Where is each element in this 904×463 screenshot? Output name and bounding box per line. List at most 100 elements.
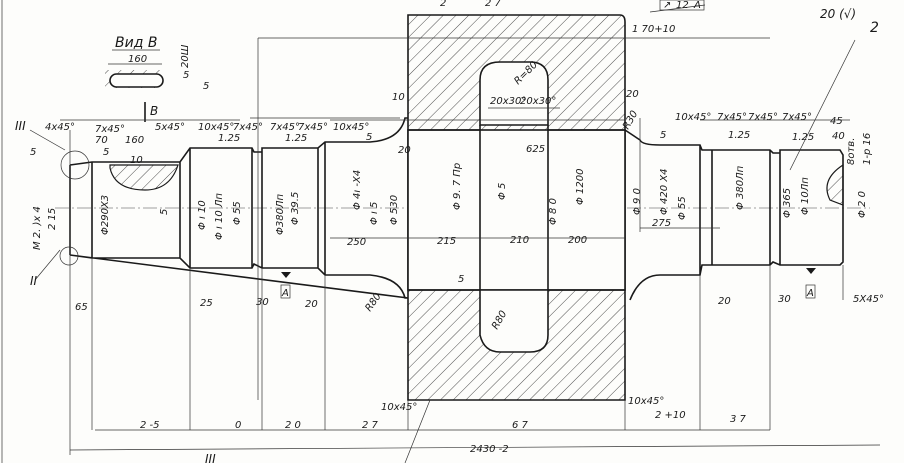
dimension-text: 45 (830, 116, 843, 127)
dimension-text: 2 7 (362, 420, 379, 431)
dimension-text: 10x45° (675, 112, 711, 123)
dimension-text: 6 7 (512, 420, 529, 431)
dimension-text: 30 (256, 297, 269, 308)
dimension-text: 2 +10 (655, 410, 686, 421)
dimension-text: A (281, 288, 289, 299)
slot-depth: 20Ш (180, 44, 191, 68)
tolerance-value: 12 (676, 0, 689, 11)
dimension-text: 2 7 (485, 0, 502, 9)
dimension-text: 65 (75, 302, 88, 313)
dimension-text: Φ 10Лп (800, 177, 811, 215)
dimension-text: Φ 55 (232, 201, 243, 225)
general-roughness: 20 (√) (820, 7, 856, 21)
dimension-text: 5 (159, 209, 170, 215)
dimension-text: 10x45° (628, 396, 664, 407)
dimension-text: M 2. )x 4 (32, 206, 43, 250)
view-arrow-label: В (150, 104, 158, 118)
dimension-text: 70 (95, 135, 108, 146)
dimension-text: 10 (130, 155, 143, 166)
detail-circle-ii (59, 246, 79, 266)
dimension-text: 25 (200, 298, 213, 309)
dimension-text: 160 (125, 135, 144, 146)
dimension-text: 2 -5 (140, 420, 160, 431)
dimension-text: 1.25 (728, 130, 750, 141)
datum-markers: A A (280, 268, 816, 299)
dimension-text: Φ 5 (497, 183, 508, 200)
dimension-lines (29, 4, 881, 463)
dimension-text: 1.25 (218, 133, 240, 144)
dimension-text: 215 (437, 236, 456, 247)
tolerance-datum: A (693, 0, 701, 11)
dimension-text: Φ380Лп (275, 194, 286, 235)
callout-iii: III (15, 119, 26, 133)
dimension-text: 5 (30, 147, 36, 158)
dimension-text: 7x45° (233, 122, 263, 133)
dimension-text: Φ 39.5 (290, 192, 301, 225)
dimension-text: 7x45° (298, 122, 328, 133)
bolt-hole-section (826, 163, 844, 206)
roughness-labels: 5 5 1.25 1.25 5 5 5 1.25 1.25 (30, 130, 814, 285)
slot-outline (109, 73, 164, 88)
diameter-labels: M 2. )x 4 2 15 Φ290Х3 5 Φ ı 10 Φ ı 10 Лп… (32, 163, 868, 250)
dimension-text: Φ 530 (389, 195, 400, 225)
dimension-text: Φ 380Лп (735, 165, 746, 210)
dimension-text: 10x45° (333, 122, 369, 133)
dimension-text: 7x45° (270, 122, 300, 133)
dimension-text: 20 (305, 299, 318, 310)
dimension-text: Φ 365 (782, 188, 793, 218)
dimension-text: Φ 4ı -Х4 (352, 170, 363, 210)
dimension-text: 2 15 (47, 208, 58, 230)
view-title: Вид В (115, 35, 157, 51)
dimension-text: 210 (510, 235, 529, 246)
dimension-text: 275 (652, 218, 671, 229)
dimension-text: 200 (568, 235, 587, 246)
dimension-text: 3 7 (730, 414, 747, 425)
dimension-text: 40 (832, 131, 845, 142)
dimension-text: 1 70+10 (632, 24, 675, 35)
dimension-text: 10x45° (198, 122, 234, 133)
dimension-text: 20 (398, 145, 411, 156)
keyway-section (109, 164, 179, 191)
dimension-text: 20 (626, 89, 639, 100)
dimension-text: 1.25 (285, 133, 307, 144)
dimension-text: Φ290Х3 (100, 195, 111, 235)
bottom-pocket (479, 289, 549, 353)
dimension-text: 30 (778, 294, 791, 305)
dimension-text: 1-р 16 (862, 133, 873, 165)
dimension-text: 0 (235, 420, 241, 431)
slot-length: 160 (128, 54, 147, 65)
dimension-text: Φ 9. 7 Пр (452, 163, 463, 210)
dimension-text: Φ 8 0 (548, 198, 559, 225)
top-pocket (479, 61, 549, 126)
runout-symbol: ↗ (663, 0, 671, 11)
dimension-text: Φ ı 10 Лп (214, 193, 225, 240)
dimension-text: 1.25 (792, 132, 814, 143)
dimension-text: 10x45° (381, 402, 417, 413)
callout-iii-bottom: III (205, 452, 216, 463)
dimension-text: 625 (526, 144, 545, 155)
dimension-text: 5X45° (853, 294, 884, 305)
chamfer-labels: 4x45°7x45° 5x45°10x45° 7x45°7x45° 7x45°1… (45, 112, 812, 135)
callout-ii: II (30, 274, 38, 288)
dimension-text: 7x45° (748, 112, 778, 123)
dimension-text: 2430 -2 (470, 444, 509, 455)
dimension-text: Φ ı 10 (197, 200, 208, 230)
dimension-text: Φ ı 5 (369, 202, 380, 225)
callout-part-2: 2 (870, 20, 879, 36)
dimension-text: Φ 9 0 (632, 188, 643, 215)
dimension-text: 2 0 (285, 420, 301, 431)
dimension-text: 8отв. (846, 138, 857, 165)
dimension-text: 20x30° (490, 96, 526, 107)
dimension-text: 5 (103, 147, 109, 158)
dimension-text: 5 (366, 132, 372, 143)
dimension-text: 7x45° (782, 112, 812, 123)
dimension-text: 4x45° (45, 122, 75, 133)
dimension-text: Φ 1200 (575, 169, 586, 206)
dimension-text: 20x30° (520, 96, 556, 107)
dimension-text: 7x45° (717, 112, 747, 123)
dimension-text: 250 (347, 237, 366, 248)
dimension-text: 5 (660, 130, 666, 141)
dimension-labels: 70 160 10 10 20 R=80 20x30° 20x30° 625 2… (75, 0, 884, 455)
dimension-text: 10 (392, 92, 405, 103)
